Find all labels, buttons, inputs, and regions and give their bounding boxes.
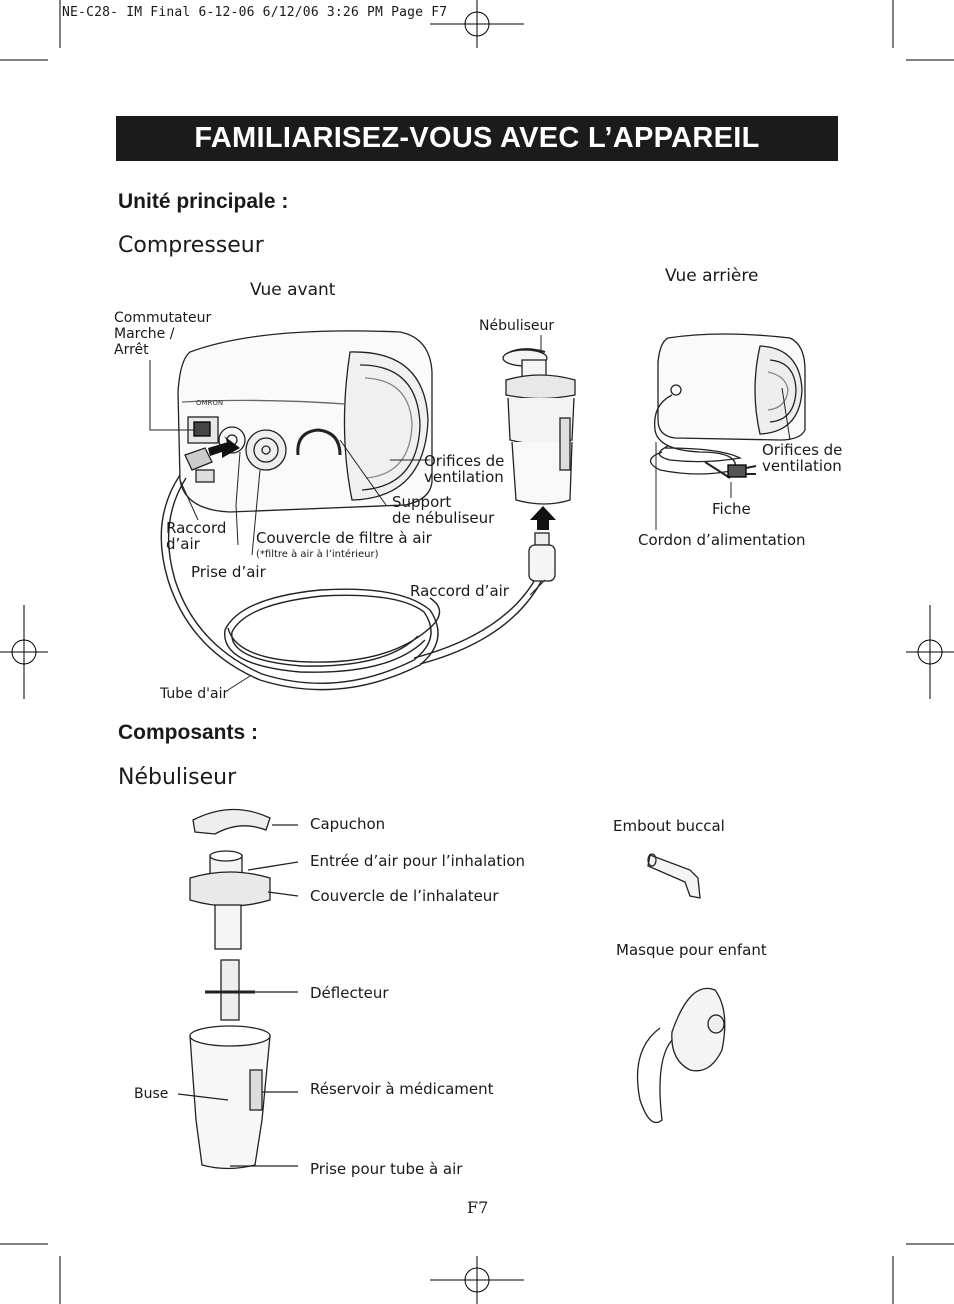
filter-cover-label: Couvercle de filtre à air bbox=[256, 529, 432, 547]
page-title-banner: FAMILIARISEZ-VOUS AVEC L’APPAREIL bbox=[116, 116, 838, 161]
air-connector-label: Raccord d’air bbox=[166, 519, 227, 553]
compressor-heading: Compresseur bbox=[118, 233, 264, 258]
plug-label: Fiche bbox=[712, 500, 751, 518]
rear-view-title: Vue arrière bbox=[665, 266, 759, 286]
switch-label: Commutateur Marche / Arrêt bbox=[114, 310, 212, 358]
cap-label: Capuchon bbox=[310, 815, 386, 833]
med-cup-label: Réservoir à médicament bbox=[310, 1080, 494, 1098]
tube-inlet-label: Prise pour tube à air bbox=[310, 1160, 463, 1178]
components-heading: Composants : bbox=[118, 721, 259, 744]
child-mask-label: Masque pour enfant bbox=[616, 941, 767, 959]
air-tube-label: Tube d'air bbox=[160, 686, 229, 702]
compressor-front-illustration: OMRON bbox=[177, 330, 433, 513]
front-view-title: Vue avant bbox=[250, 280, 336, 300]
power-cord-label: Cordon d’alimentation bbox=[638, 531, 806, 549]
nebulizer-components-illustration bbox=[177, 808, 299, 1170]
child-mask-illustration bbox=[636, 987, 726, 1124]
mouthpiece-illustration bbox=[647, 853, 701, 899]
front-vents-label: Orifices de ventilation bbox=[424, 452, 505, 486]
main-unit-heading: Unité principale : bbox=[118, 190, 289, 213]
compressor-rear-illustration bbox=[649, 333, 806, 479]
baffle-label: Déflecteur bbox=[310, 984, 389, 1002]
air-tube-coil-illustration bbox=[160, 474, 545, 691]
leader-lines bbox=[149, 335, 791, 691]
page-number: F7 bbox=[467, 1198, 489, 1217]
air-inlet-label: Entrée d’air pour l’inhalation bbox=[310, 852, 526, 870]
tube-air-connector-label: Raccord d’air bbox=[410, 582, 509, 600]
nebulizer-assembled-illustration bbox=[502, 348, 576, 582]
filter-note: (*filtre à air à l’intérieur) bbox=[256, 549, 379, 560]
rear-vents-label: Orifices de ventilation bbox=[762, 441, 843, 475]
air-outlet-label: Prise d’air bbox=[191, 563, 266, 581]
nebulizer-label: Nébuliseur bbox=[479, 318, 555, 334]
nozzle-label: Buse bbox=[134, 1086, 169, 1102]
mouthpiece-label: Embout buccal bbox=[613, 817, 725, 835]
inhaler-top-label: Couvercle de l’inhalateur bbox=[310, 887, 499, 905]
print-slug: NE-C28- IM Final 6-12-06 6/12/06 3:26 PM… bbox=[62, 5, 448, 20]
svg-text:OMRON: OMRON bbox=[196, 399, 223, 407]
nebulizer-holder-label: Support de nébuliseur bbox=[392, 493, 495, 527]
nebulizer-heading: Nébuliseur bbox=[118, 765, 237, 790]
